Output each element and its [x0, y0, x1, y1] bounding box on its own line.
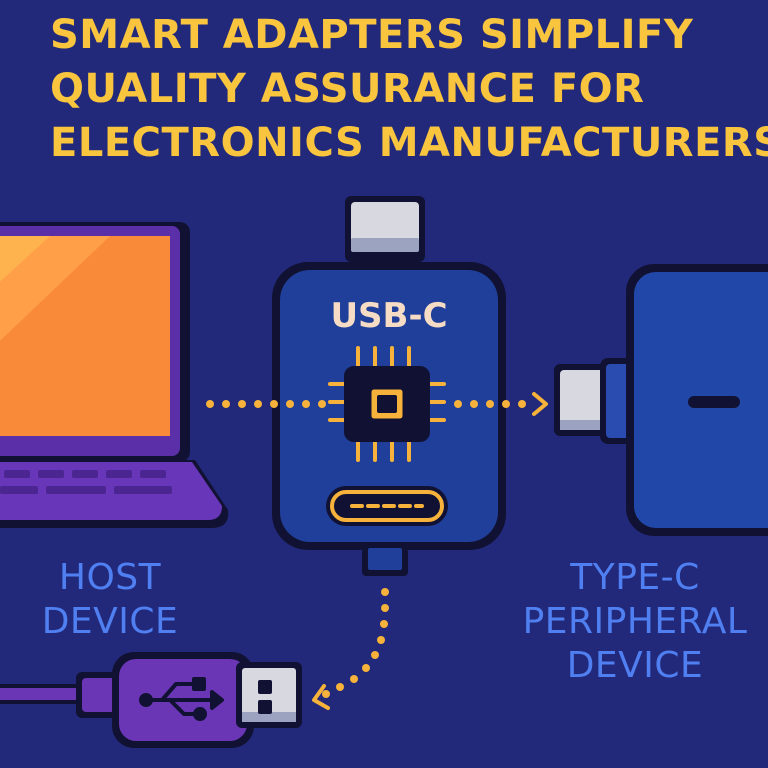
peripheral-device-icon: [554, 264, 768, 536]
title-line-1: SMART ADAPTERS SIMPLIFY: [50, 12, 694, 58]
peripheral-label-line-2: PERIPHERAL: [522, 601, 748, 642]
usb-c-adapter-top-connector: [345, 196, 425, 262]
peripheral-device-label: TYPE-C PERIPHERAL DEVICE: [510, 556, 760, 688]
usb-symbol-icon: [139, 677, 224, 721]
dotted-arrow-adapter-to-peripheral: [454, 392, 548, 416]
host-label-line-1: HOST: [58, 557, 162, 598]
dotted-arrow-host-to-adapter: [206, 400, 326, 408]
adapter-label: USB-C: [330, 296, 447, 336]
peripheral-label-line-3: DEVICE: [566, 645, 704, 686]
title-line-2: QUALITY ASSURANCE FOR: [50, 66, 645, 112]
host-label-line-2: DEVICE: [41, 601, 179, 642]
title-line-3: ELECTRONICS MANUFACTURERS: [50, 120, 768, 166]
usb-c-port-icon: [326, 486, 448, 526]
dotted-arrow-adapter-to-usb: [312, 588, 389, 710]
page-title: SMART ADAPTERS SIMPLIFY QUALITY ASSURANC…: [50, 8, 768, 170]
laptop-icon: [0, 222, 229, 528]
host-device-label: HOST DEVICE: [30, 556, 190, 644]
usb-c-adapter-icon: USB-C: [272, 262, 506, 576]
peripheral-label-line-1: TYPE-C: [570, 557, 700, 598]
chip-icon: [328, 346, 446, 462]
